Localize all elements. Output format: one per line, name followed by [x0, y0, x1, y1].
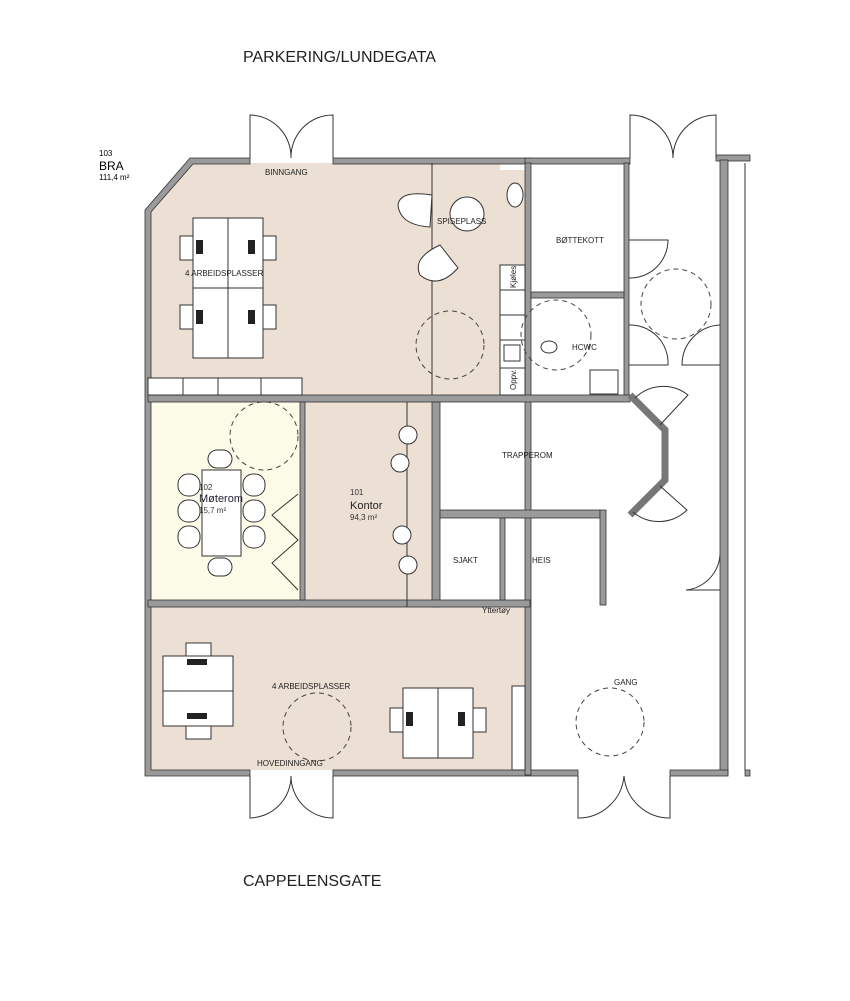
stools [390, 425, 418, 575]
moterom-area: 15,7 m² [199, 506, 226, 515]
label-hcwc: HCWC [572, 343, 597, 352]
label-kjoles: Kjøles [509, 266, 518, 288]
label-hovedinngang: HOVEDINNGANG [257, 759, 323, 768]
door-top-right[interactable] [629, 114, 717, 159]
label-trapperom: TRAPPEROM [502, 451, 553, 460]
label-sjakt: SJAKT [453, 556, 478, 565]
label-gang: GANG [614, 678, 638, 687]
door-corridor[interactable] [681, 324, 721, 366]
door-trapperom-top[interactable] [634, 385, 689, 426]
area-label: BRA [99, 159, 124, 173]
moterom-number: 102 [199, 483, 213, 492]
label-heis: HEIS [532, 556, 551, 565]
label-binngang: BINNGANG [265, 168, 308, 177]
label-workstations-bottom: 4 ARBEIDSPLASSER [272, 682, 350, 691]
street-top-label: PARKERING/LUNDEGATA [243, 49, 436, 66]
area-value: 111,4 m² [99, 173, 130, 182]
workstations-top [179, 217, 277, 359]
door-top-left[interactable] [249, 114, 334, 159]
kontor-number: 101 [350, 488, 364, 497]
walls [144, 154, 751, 777]
label-oppv: Oppv. [509, 369, 518, 390]
kontor-name: Kontor [350, 500, 383, 512]
lounge-chairs [397, 193, 485, 380]
kitchen-counter [499, 182, 526, 396]
door-bottekott[interactable] [628, 239, 669, 279]
cabinet-row [147, 377, 303, 396]
door-bottom-main[interactable] [249, 775, 334, 819]
workstations-bottom [162, 642, 526, 771]
door-east[interactable] [685, 554, 721, 591]
area-number: 103 [99, 149, 113, 158]
label-workstations-top: 4 ARBEIDSPLASSER [185, 269, 263, 278]
kontor-area: 94,3 m² [350, 513, 377, 522]
label-bottekott: BØTTEKOTT [556, 236, 604, 245]
door-hcwc[interactable] [628, 324, 669, 366]
label-yttertoy: Yttertøy [482, 606, 510, 615]
wc-fixtures [520, 268, 712, 757]
moterom-name: Møterom [199, 493, 243, 505]
door-trapperom-bottom[interactable] [632, 485, 688, 522]
meeting-table [177, 401, 299, 591]
door-bottom-gang[interactable] [577, 775, 671, 819]
label-spiseplass: SPISEPLASS [437, 217, 486, 226]
street-bottom-label: CAPPELENSGATE [243, 873, 381, 890]
